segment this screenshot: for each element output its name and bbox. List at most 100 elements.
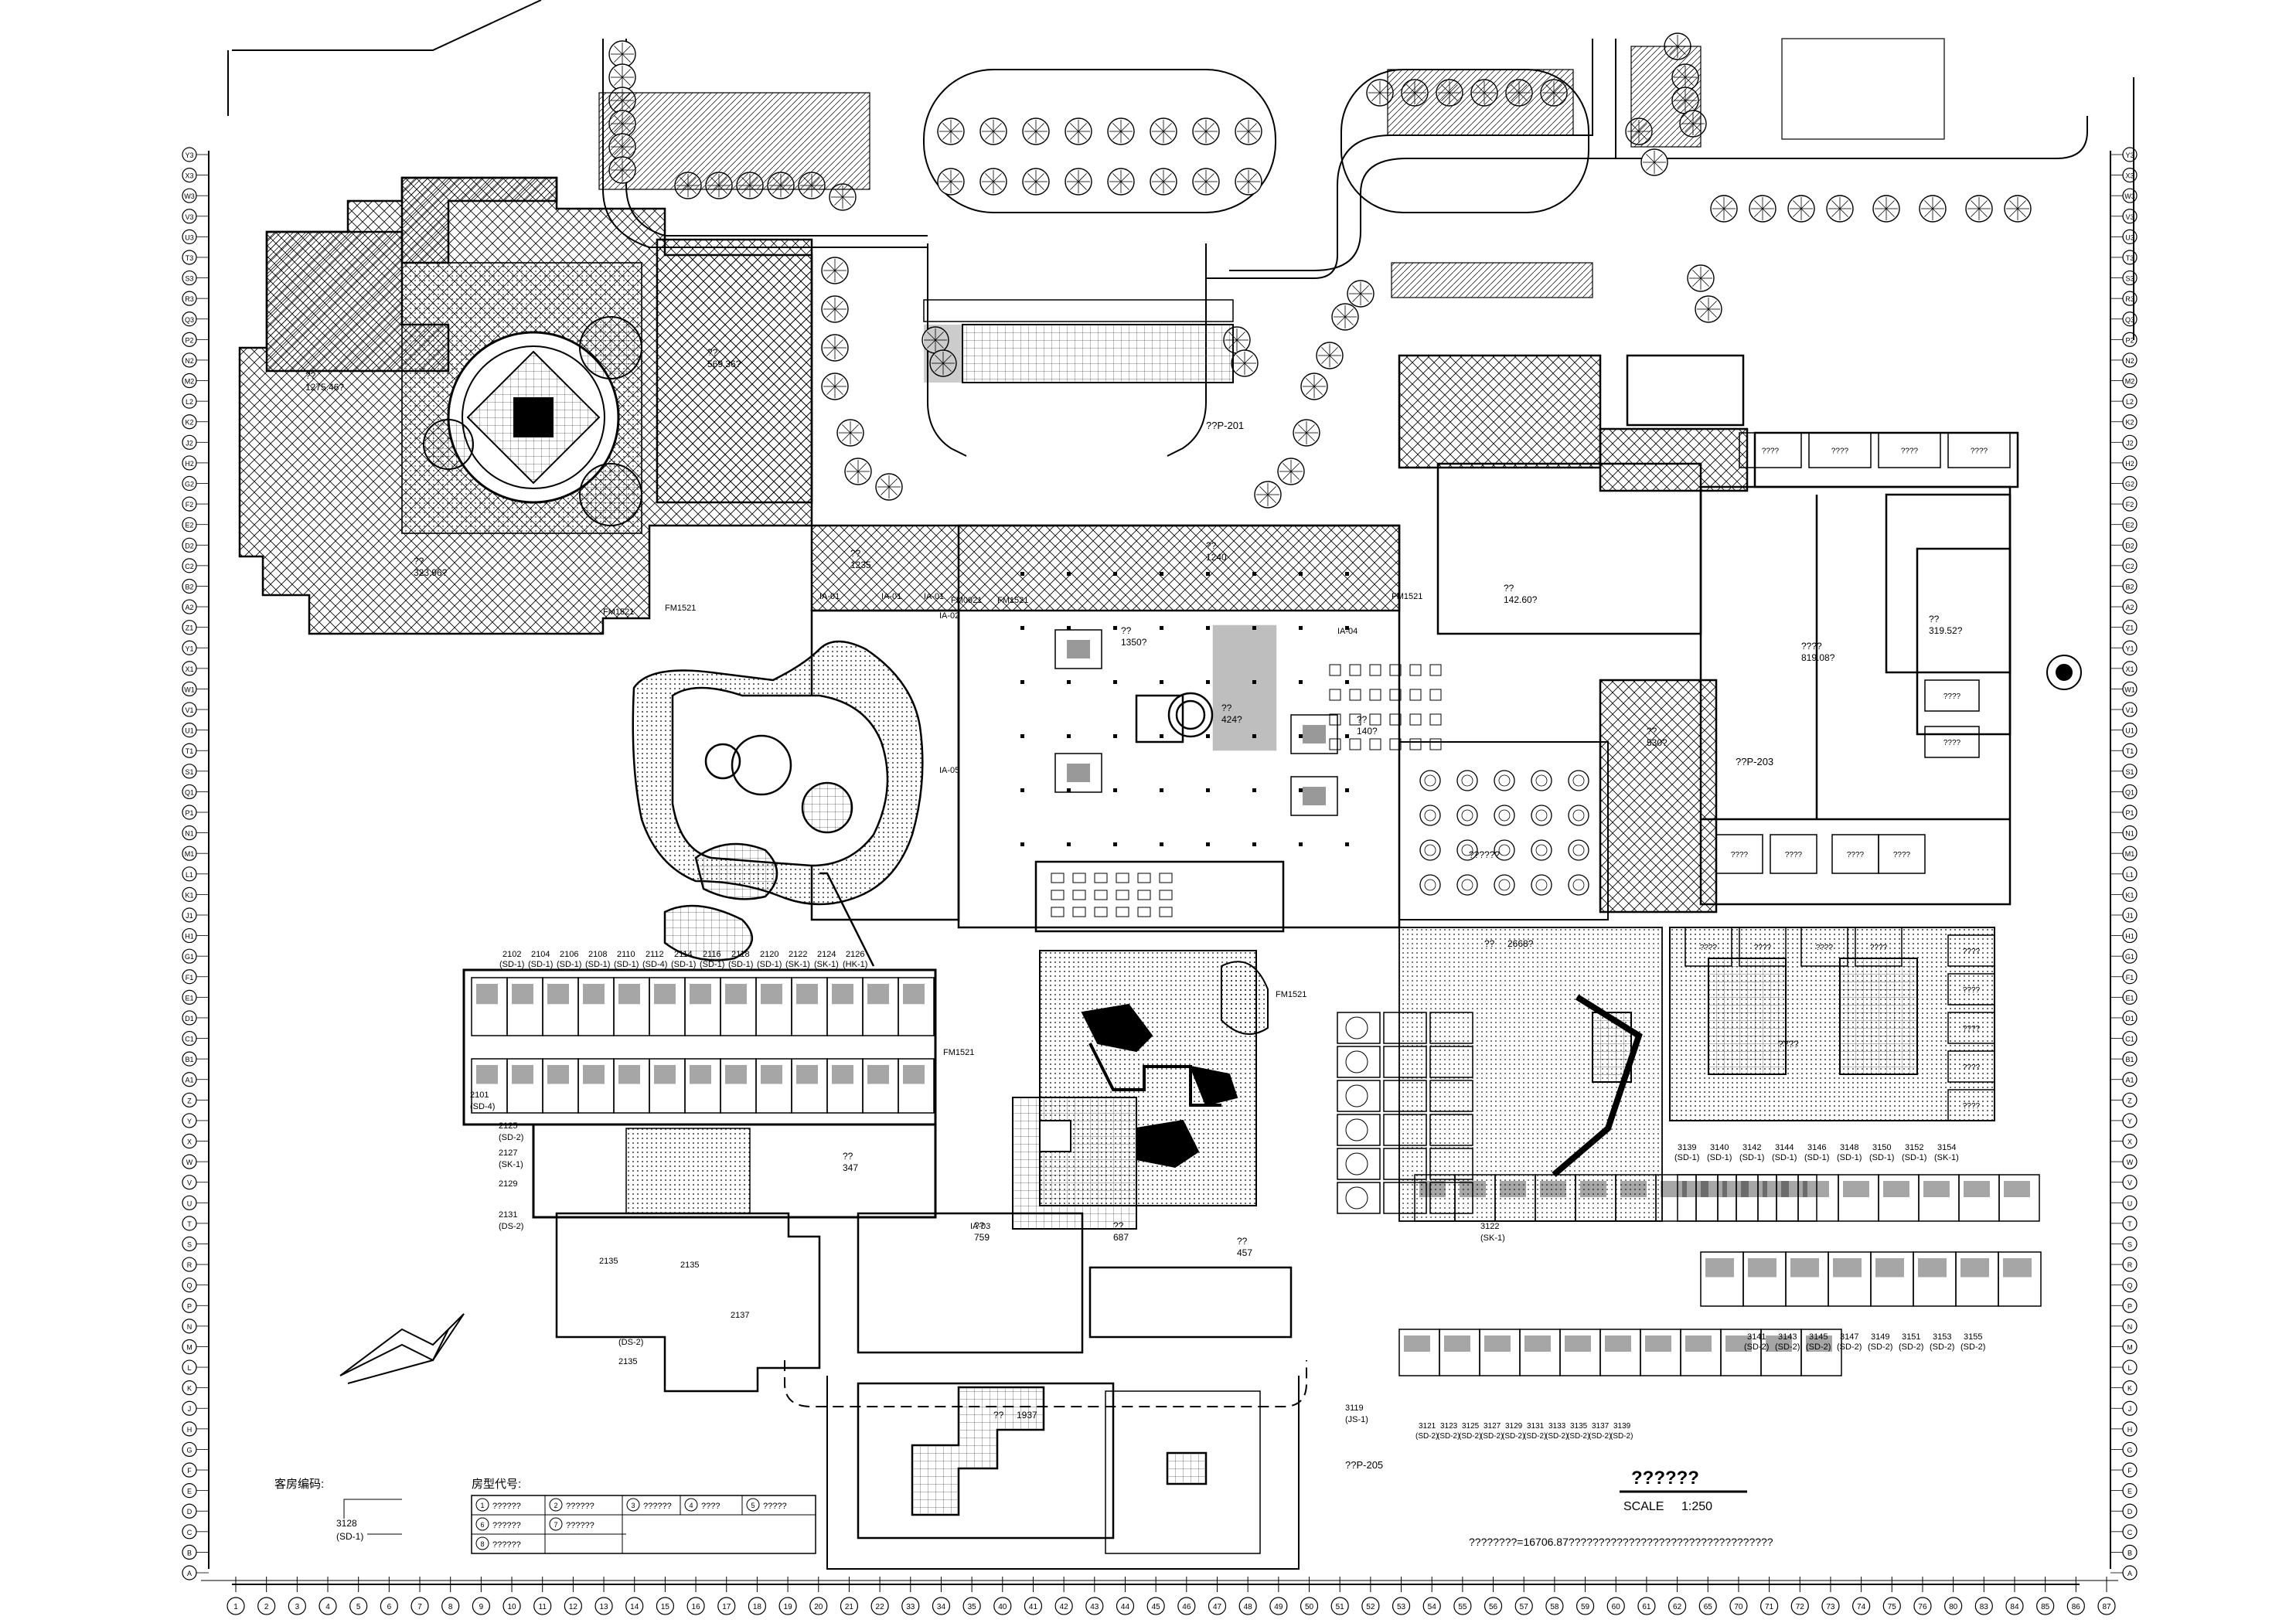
- tree-icon: [1919, 195, 1947, 223]
- tree-icon: [1710, 195, 1738, 223]
- axis-label: 85: [2041, 1603, 2050, 1611]
- legend-room-type-title: 房型代号:: [472, 1478, 521, 1491]
- room-type: (SD-2): [1502, 1432, 1524, 1441]
- tree-icon: [937, 117, 965, 145]
- axis-label: K2: [2125, 419, 2134, 427]
- room: [1947, 1050, 1995, 1083]
- room-number: 3125: [1462, 1422, 1480, 1431]
- axis-label: 13: [600, 1603, 609, 1611]
- column: [1206, 842, 1210, 846]
- guest-room: [1429, 1148, 1473, 1180]
- axis-bubble: [656, 1597, 675, 1615]
- guest-room: [1429, 1114, 1473, 1146]
- area-label: ??: [305, 370, 316, 381]
- tree-icon: [1254, 481, 1282, 509]
- table: [1429, 689, 1442, 701]
- guest-room: [1429, 1012, 1473, 1044]
- room-number: 2104: [531, 950, 550, 959]
- axis-bubble: [932, 1597, 951, 1615]
- door-tag: FM1521: [665, 604, 696, 613]
- tree-icon: [875, 473, 903, 501]
- axis-label: Z: [187, 1097, 192, 1104]
- area-label: 1937: [1017, 1410, 1037, 1421]
- tree-icon: [1826, 195, 1854, 223]
- tree-icon: [821, 295, 849, 323]
- legend-code: 4: [689, 1502, 693, 1509]
- room-type: (SD-2): [1837, 1342, 1862, 1352]
- room-label: ????: [1870, 944, 1888, 952]
- room-number: 3155: [1964, 1332, 1982, 1342]
- room-number: 2127: [499, 1148, 517, 1158]
- room: [1947, 934, 1995, 967]
- axis-label: 14: [630, 1603, 639, 1611]
- room-type: (SD-2): [1524, 1432, 1546, 1441]
- door-tag: IA-01: [819, 592, 840, 601]
- axis-bubble: [625, 1597, 644, 1615]
- axis-label: C: [187, 1529, 192, 1536]
- column: [1206, 680, 1210, 684]
- table: [1429, 664, 1442, 676]
- legend-room-numbering-title: 客房编码:: [274, 1478, 324, 1491]
- axis-label: B1: [2125, 1056, 2134, 1063]
- room-number: 3142: [1742, 1143, 1761, 1152]
- room-number: 2110: [617, 950, 635, 959]
- axis-label: E1: [2125, 994, 2134, 1002]
- round-table: [1419, 770, 1441, 791]
- tree-icon: [821, 373, 849, 400]
- tree-icon: [979, 168, 1007, 196]
- room-type: (SD-1): [1739, 1153, 1764, 1162]
- tree-icon: [1065, 117, 1092, 145]
- room-type: (SD-1): [728, 960, 753, 969]
- axis-label: E2: [185, 522, 193, 529]
- axis-bubble: [1300, 1597, 1319, 1615]
- area-label: ??: [1121, 625, 1132, 636]
- axis-label: 55: [1458, 1603, 1467, 1611]
- column: [1206, 572, 1210, 576]
- tree-icon: [1347, 280, 1375, 308]
- axis-label: 54: [1428, 1603, 1437, 1611]
- axis-label: T1: [2126, 747, 2134, 755]
- legend: 客房编码: 3128 (SD-1) 房型代号: 1??????2??????3?…: [274, 1478, 816, 1554]
- guest-room: [1998, 1174, 2040, 1222]
- area-label: ??: [1206, 540, 1217, 551]
- axis-label: L2: [2126, 398, 2134, 406]
- axis-label: K1: [185, 891, 193, 899]
- axis-label: F2: [2126, 501, 2134, 509]
- axis-label: Y1: [2125, 645, 2134, 652]
- axis-label: 51: [1336, 1603, 1345, 1611]
- axis-label: 53: [1397, 1603, 1406, 1611]
- room-label: ????: [1943, 692, 1961, 701]
- axis-label: A: [187, 1570, 192, 1577]
- guest-room: [898, 1058, 935, 1114]
- room-type: (SD-1): [1707, 1153, 1732, 1162]
- axis-label: 65: [1704, 1603, 1713, 1611]
- column: [1252, 680, 1256, 684]
- room-type: (SK-1): [1480, 1233, 1505, 1243]
- column: [1067, 680, 1071, 684]
- table: [1409, 664, 1422, 676]
- axis-label: T3: [2126, 254, 2134, 262]
- axis-label: Z1: [2126, 624, 2134, 632]
- lounge-seating: [1054, 753, 1102, 793]
- axis-label: W3: [2124, 192, 2135, 200]
- room-number: 3121: [1419, 1422, 1436, 1431]
- room-type: (SD-1): [700, 960, 724, 969]
- axis-label: V3: [2125, 213, 2134, 221]
- room: [1715, 834, 1763, 874]
- axis-label: U3: [185, 233, 194, 241]
- table: [1094, 907, 1108, 917]
- room-number: 2106: [560, 950, 578, 959]
- table: [1349, 713, 1361, 726]
- room: [1924, 726, 1980, 758]
- axis-label: R: [187, 1261, 192, 1269]
- room-type: (SD-1): [757, 960, 782, 969]
- legend-code: 1: [480, 1502, 484, 1509]
- table: [1349, 664, 1361, 676]
- axis-label: M1: [2125, 850, 2135, 858]
- room: [1770, 834, 1817, 874]
- tree-icon: [1022, 117, 1050, 145]
- axis-label: S: [187, 1240, 192, 1248]
- column: [1299, 788, 1303, 792]
- axis-label: 10: [507, 1603, 516, 1611]
- room-label: ????: [1762, 447, 1780, 456]
